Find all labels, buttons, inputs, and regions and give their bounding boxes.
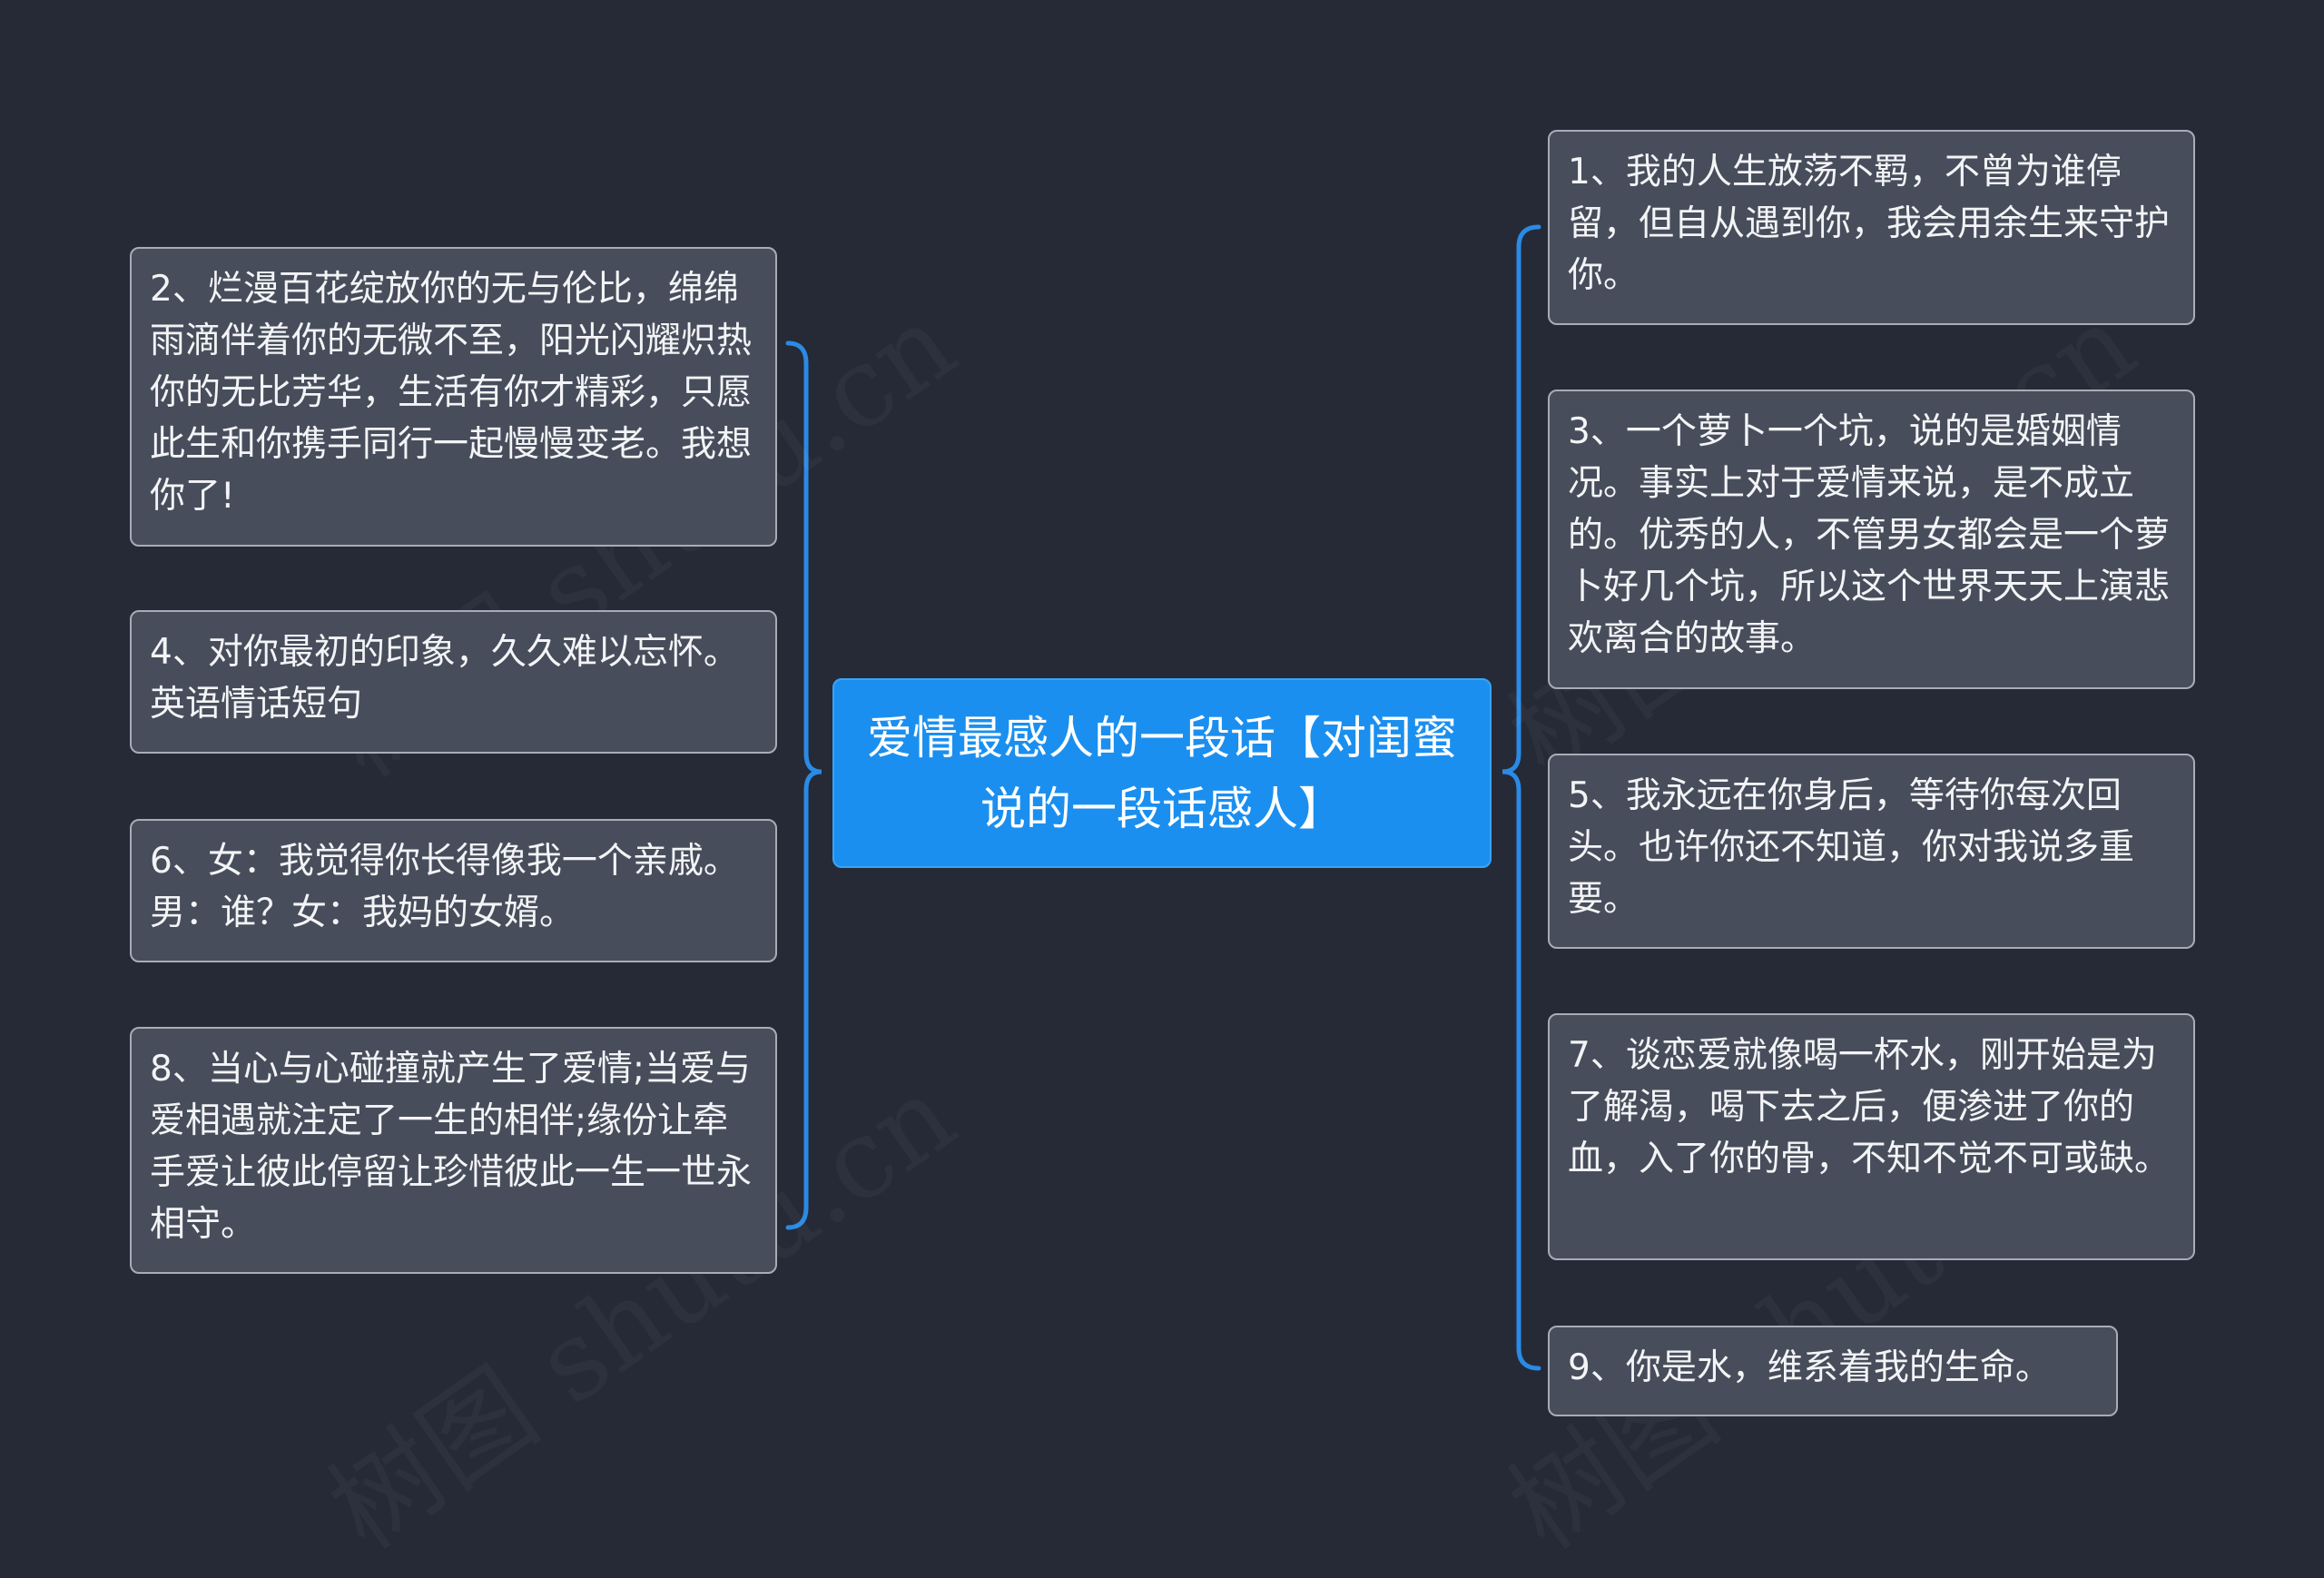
right-bracket — [1502, 224, 1541, 1371]
topic-text: 2、烂漫百花绽放你的无与伦比，绵绵雨滴伴着你的无微不至，阳光闪耀炽热你的无比芳华… — [150, 269, 753, 517]
topic-node-8[interactable]: 8、当心与心碰撞就产生了爱情;当爱与爱相遇就注定了一生的相伴;缘份让牵手爱让彼此… — [130, 1027, 777, 1274]
topic-text: 5、我永远在你身后，等待你每次回头。也许你还不知道，你对我说多重要。 — [1568, 775, 2135, 920]
topic-node-5[interactable]: 5、我永远在你身后，等待你每次回头。也许你还不知道，你对我说多重要。 — [1548, 754, 2195, 949]
topic-node-2[interactable]: 2、烂漫百花绽放你的无与伦比，绵绵雨滴伴着你的无微不至，阳光闪耀炽热你的无比芳华… — [130, 247, 777, 547]
topic-text: 6、女：我觉得你长得像我一个亲戚。男：谁？女：我妈的女婿。 — [150, 841, 739, 933]
topic-text: 3、一个萝卜一个坑，说的是婚姻情况。事实上对于爱情来说，是不成立的。优秀的人，不… — [1568, 411, 2171, 659]
topic-node-4[interactable]: 4、对你最初的印象，久久难以忘怀。英语情话短句 — [130, 610, 777, 754]
center-topic[interactable]: 爱情最感人的一段话【对闺蜜说的一段话感人】 — [832, 678, 1492, 868]
left-bracket — [785, 340, 822, 1230]
topic-node-6[interactable]: 6、女：我觉得你长得像我一个亲戚。男：谁？女：我妈的女婿。 — [130, 819, 777, 962]
topic-text: 4、对你最初的印象，久久难以忘怀。英语情话短句 — [150, 632, 739, 725]
topic-node-9[interactable]: 9、你是水，维系着我的生命。 — [1548, 1326, 2118, 1416]
topic-node-3[interactable]: 3、一个萝卜一个坑，说的是婚姻情况。事实上对于爱情来说，是不成立的。优秀的人，不… — [1548, 390, 2195, 689]
topic-text: 8、当心与心碰撞就产生了爱情;当爱与爱相遇就注定了一生的相伴;缘份让牵手爱让彼此… — [150, 1049, 753, 1245]
topic-node-1[interactable]: 1、我的人生放荡不羁，不曾为谁停留，但自从遇到你，我会用余生来守护你。 — [1548, 130, 2195, 325]
topic-node-7[interactable]: 7、谈恋爱就像喝一杯水，刚开始是为了解渴，喝下去之后，便渗进了你的血，入了你的骨… — [1548, 1013, 2195, 1260]
topic-text: 1、我的人生放荡不羁，不曾为谁停留，但自从遇到你，我会用余生来守护你。 — [1568, 152, 2171, 296]
topic-text: 7、谈恋爱就像喝一杯水，刚开始是为了解渴，喝下去之后，便渗进了你的血，入了你的骨… — [1568, 1035, 2171, 1179]
center-topic-text: 爱情最感人的一段话【对闺蜜说的一段话感人】 — [867, 711, 1457, 835]
topic-text: 9、你是水，维系着我的生命。 — [1568, 1347, 2051, 1388]
